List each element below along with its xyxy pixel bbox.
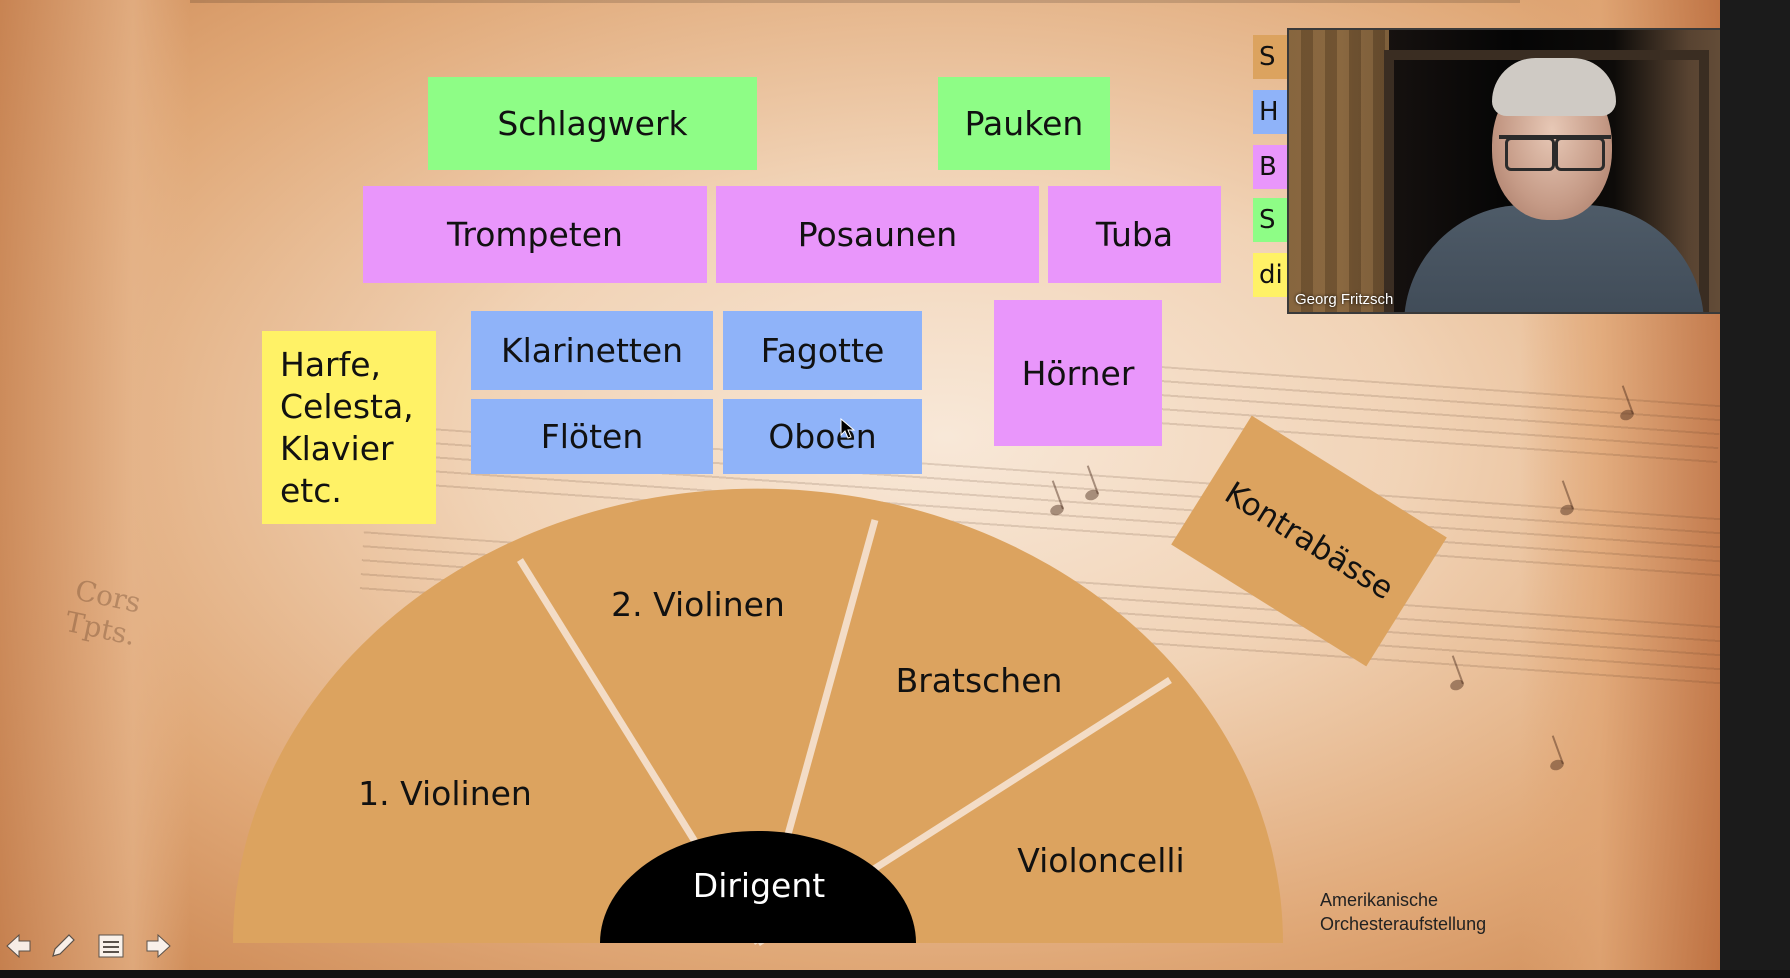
- box-klarinetten: Klarinetten: [471, 311, 713, 390]
- strings-fan-diagram: 1. Violinen 2. Violinen Bratschen Violon…: [233, 488, 1283, 946]
- pen-tool-button[interactable]: [45, 928, 81, 964]
- participant-video-tile[interactable]: Georg Fritzsch: [1287, 28, 1790, 314]
- box-harfe-celesta-klavier: Harfe, Celesta, Klavier etc.: [262, 331, 436, 524]
- caption-line-1: Amerikanische: [1320, 890, 1439, 910]
- menu-icon: [98, 934, 124, 958]
- video-background-window: [1384, 50, 1709, 312]
- slide-caption: Amerikanische Orchesteraufstellung: [1320, 888, 1486, 936]
- slide-top-strip: [190, 0, 1520, 3]
- label-1-violinen: 1. Violinen: [358, 774, 532, 813]
- box-oboen: Oboen: [723, 399, 922, 474]
- box-trompeten: Trompeten: [363, 186, 707, 283]
- box-posaunen: Posaunen: [716, 186, 1039, 283]
- box-hoerner: Hörner: [994, 300, 1162, 446]
- video-background-curtain: [1289, 30, 1389, 312]
- fan-background: [233, 488, 1283, 943]
- participant-hair: [1492, 58, 1616, 116]
- dirigent-podium: [600, 831, 916, 943]
- prev-slide-button[interactable]: [0, 928, 36, 964]
- box-pauken: Pauken: [938, 77, 1110, 170]
- right-side-panel: [1720, 0, 1790, 978]
- box-fagotte: Fagotte: [723, 311, 922, 390]
- label-2-violinen: 2. Violinen: [611, 585, 785, 624]
- box-tuba: Tuba: [1048, 186, 1221, 283]
- box-floeten: Flöten: [471, 399, 713, 474]
- participant-glasses: [1499, 135, 1611, 171]
- label-violoncelli: Violoncelli: [1017, 841, 1184, 880]
- next-slide-button[interactable]: [141, 928, 177, 964]
- label-dirigent: Dirigent: [693, 866, 825, 905]
- pen-icon: [52, 934, 75, 957]
- box-schlagwerk: Schlagwerk: [428, 77, 757, 170]
- bottom-bar: [0, 970, 1790, 978]
- slide-left-vignette: [0, 0, 190, 970]
- arrow-right-icon: [146, 933, 171, 959]
- caption-line-2: Orchesteraufstellung: [1320, 914, 1487, 934]
- label-bratschen: Bratschen: [896, 661, 1063, 700]
- mouse-cursor-icon: [840, 418, 856, 439]
- notes-menu-button[interactable]: [93, 928, 129, 964]
- arrow-left-icon: [6, 933, 31, 959]
- participant-name-label: Georg Fritzsch: [1295, 291, 1394, 308]
